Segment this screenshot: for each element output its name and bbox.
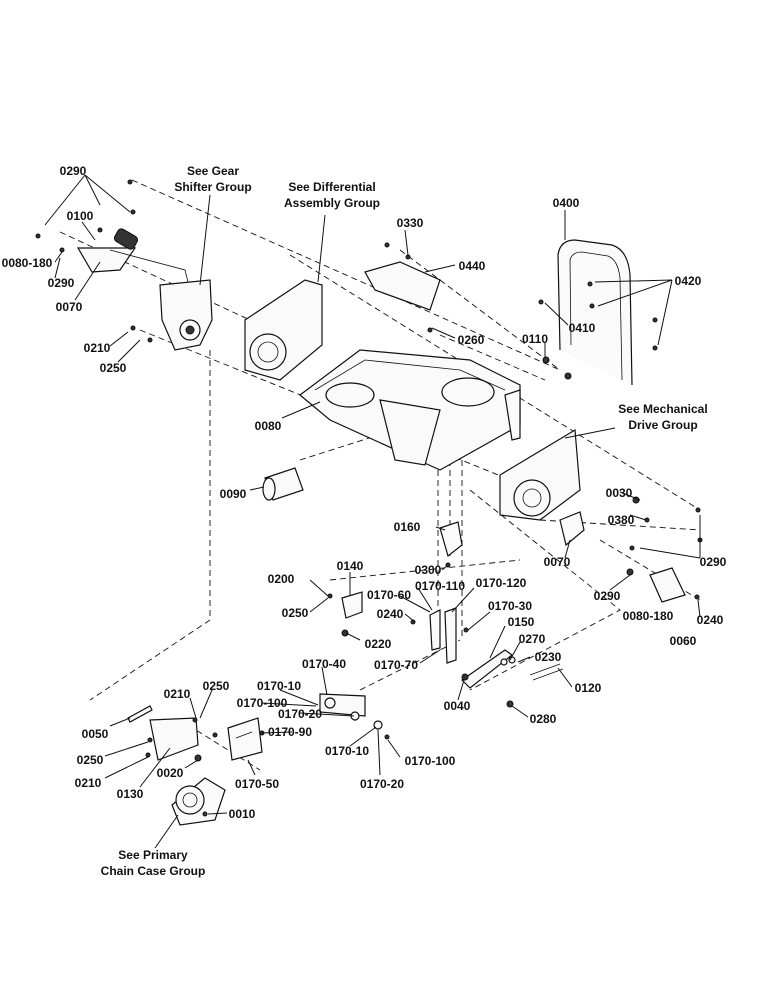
callout-0010: 0010 [229,807,256,821]
callout-0080-180: 0080-180 [623,609,674,623]
callout-0170-10: 0170-10 [325,744,369,758]
callout-0290: 0290 [700,555,727,569]
callout-0210: 0210 [164,687,191,701]
callout-0200: 0200 [268,572,295,586]
callout-0130: 0130 [117,787,144,801]
callout-0290: 0290 [60,164,87,178]
callout-0170-70: 0170-70 [374,658,418,672]
callout-0170-20: 0170-20 [278,707,322,721]
callout-0060: 0060 [670,634,697,648]
callout-0170-20: 0170-20 [360,777,404,791]
callout-0090: 0090 [220,487,247,501]
callout-0210: 0210 [84,341,111,355]
callout-0020: 0020 [157,766,184,780]
callout-0170-30: 0170-30 [488,599,532,613]
callout-0040: 0040 [444,699,471,713]
callout-0230: 0230 [535,650,562,664]
callout-0260: 0260 [458,333,485,347]
callout-0170-60: 0170-60 [367,588,411,602]
callout-0170-40: 0170-40 [302,657,346,671]
lower-lever-assembly [127,705,202,762]
callout-0030: 0030 [606,486,633,500]
note-gear-shifter-line2: Shifter Group [174,180,251,194]
callout-0120: 0120 [575,681,602,695]
callout-0150: 0150 [508,615,535,629]
callout-0270: 0270 [519,632,546,646]
callout-0070: 0070 [544,555,571,569]
note-mechanical-drive-line1: See Mechanical [618,402,707,416]
differential-side-plate [244,279,323,381]
callout-0280: 0280 [530,712,557,726]
callout-0290: 0290 [594,589,621,603]
callout-0400: 0400 [553,196,580,210]
callout-0420: 0420 [675,274,702,288]
callout-0300: 0300 [415,563,442,577]
callout-0290: 0290 [48,276,75,290]
callout-0330: 0330 [397,216,424,230]
callout-0080: 0080 [255,419,282,433]
note-primary-chain-line2: Chain Case Group [101,864,206,878]
callout-0440: 0440 [459,259,486,273]
tube [262,467,304,501]
callout-0170-100: 0170-100 [237,696,288,710]
drive-side-plate [499,428,581,521]
callout-0080-180: 0080-180 [2,256,53,270]
reference-notes: See Gear Shifter Group See Differential … [101,164,708,878]
callout-0220: 0220 [365,637,392,651]
callout-0410: 0410 [569,321,596,335]
callout-0240: 0240 [377,607,404,621]
callout-0210: 0210 [75,776,102,790]
primary-chain-case [171,777,226,826]
callout-0100: 0100 [67,209,94,223]
part-callouts: 0290 0100 0080-180 0290 0070 0210 0250 0… [2,164,727,821]
tension-bracket-group [212,693,390,761]
main-frame [299,349,521,471]
callout-0250: 0250 [203,679,230,693]
callout-0380: 0380 [608,513,635,527]
callout-0170-90: 0170-90 [268,725,312,739]
callout-0050: 0050 [82,727,109,741]
callout-0110: 0110 [522,332,548,346]
callout-0170-10: 0170-10 [257,679,301,693]
callout-0140: 0140 [337,559,364,573]
callout-0070: 0070 [56,300,83,314]
callout-0250: 0250 [282,606,309,620]
callout-0170-50: 0170-50 [235,777,279,791]
callout-0160: 0160 [394,520,421,534]
callout-0240: 0240 [697,613,724,627]
callout-0250: 0250 [77,753,104,767]
upper-shield [364,242,441,333]
handlebar [538,239,658,386]
note-mechanical-drive-line2: Drive Group [628,418,697,432]
callout-0250: 0250 [100,361,127,375]
shift-lever-assembly [35,179,213,351]
note-differential-line1: See Differential [288,180,375,194]
note-primary-chain-line1: See Primary [118,848,188,862]
linkage-assembly [327,521,564,708]
note-differential-line2: Assembly Group [284,196,380,210]
callout-0170-100: 0170-100 [405,754,456,768]
callout-0170-120: 0170-120 [476,576,527,590]
note-gear-shifter-line1: See Gear [187,164,239,178]
leader-lines [44,174,701,849]
callout-0170-110: 0170-110 [415,579,465,593]
